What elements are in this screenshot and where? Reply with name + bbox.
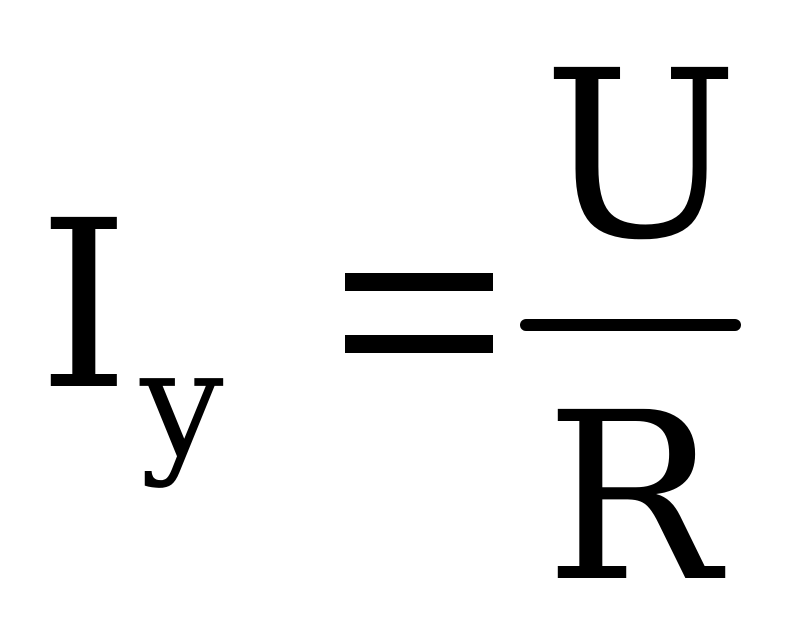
current-symbol: I: [38, 171, 130, 441]
fraction-numerator: U: [543, 21, 739, 291]
equals-sign-bottom-bar: [345, 335, 493, 353]
current-subscript: y: [140, 318, 224, 490]
fraction-denominator: R: [545, 363, 720, 633]
fraction-bar: [520, 319, 741, 331]
equals-sign-top-bar: [345, 273, 493, 291]
